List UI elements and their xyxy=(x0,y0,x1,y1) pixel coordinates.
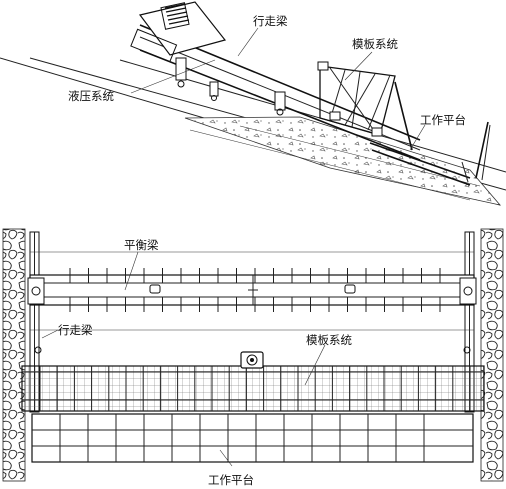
leader-hydraulic xyxy=(130,59,216,94)
plan-view: 平衡梁 行走梁 模板系统 工作平台 xyxy=(2,228,504,487)
label-formwork-side: 模板系统 xyxy=(352,37,398,51)
concrete-lining xyxy=(184,116,502,206)
rock-wall-left xyxy=(2,228,26,482)
leader-platform-plan xyxy=(219,449,233,467)
leader-traveling-beam xyxy=(237,27,259,57)
hoist-unit xyxy=(130,1,227,63)
label-traveling-beam-plan: 行走梁 xyxy=(58,323,93,337)
label-platform-side: 工作平台 xyxy=(420,113,466,127)
leader-balance-beam xyxy=(124,251,139,291)
label-platform-plan: 工作平台 xyxy=(208,473,254,487)
label-formwork-plan: 模板系统 xyxy=(306,333,352,347)
label-traveling-beam-side: 行走梁 xyxy=(253,14,288,28)
lining-line xyxy=(239,125,481,187)
hydraulic-cylinders xyxy=(175,57,286,116)
work-platform-plan xyxy=(31,413,474,463)
platform-strut xyxy=(394,81,413,151)
leader-traveling-beam-plan xyxy=(41,329,59,339)
work-platform-side xyxy=(369,121,491,186)
leader-formwork-plan xyxy=(304,344,326,386)
side-elevation: 行走梁 模板系统 液压系统 工作平台 xyxy=(0,1,506,206)
leader-formwork xyxy=(344,51,373,81)
rock-wall-right xyxy=(480,228,504,482)
balance-beam xyxy=(27,268,477,312)
formwork-system-plan xyxy=(21,351,485,412)
label-balance-beam: 平衡梁 xyxy=(124,238,159,252)
leader-platform xyxy=(409,124,426,151)
lining-line xyxy=(189,129,471,201)
label-hydraulic-side: 液压系统 xyxy=(68,89,114,103)
formwork-frame xyxy=(317,61,396,137)
